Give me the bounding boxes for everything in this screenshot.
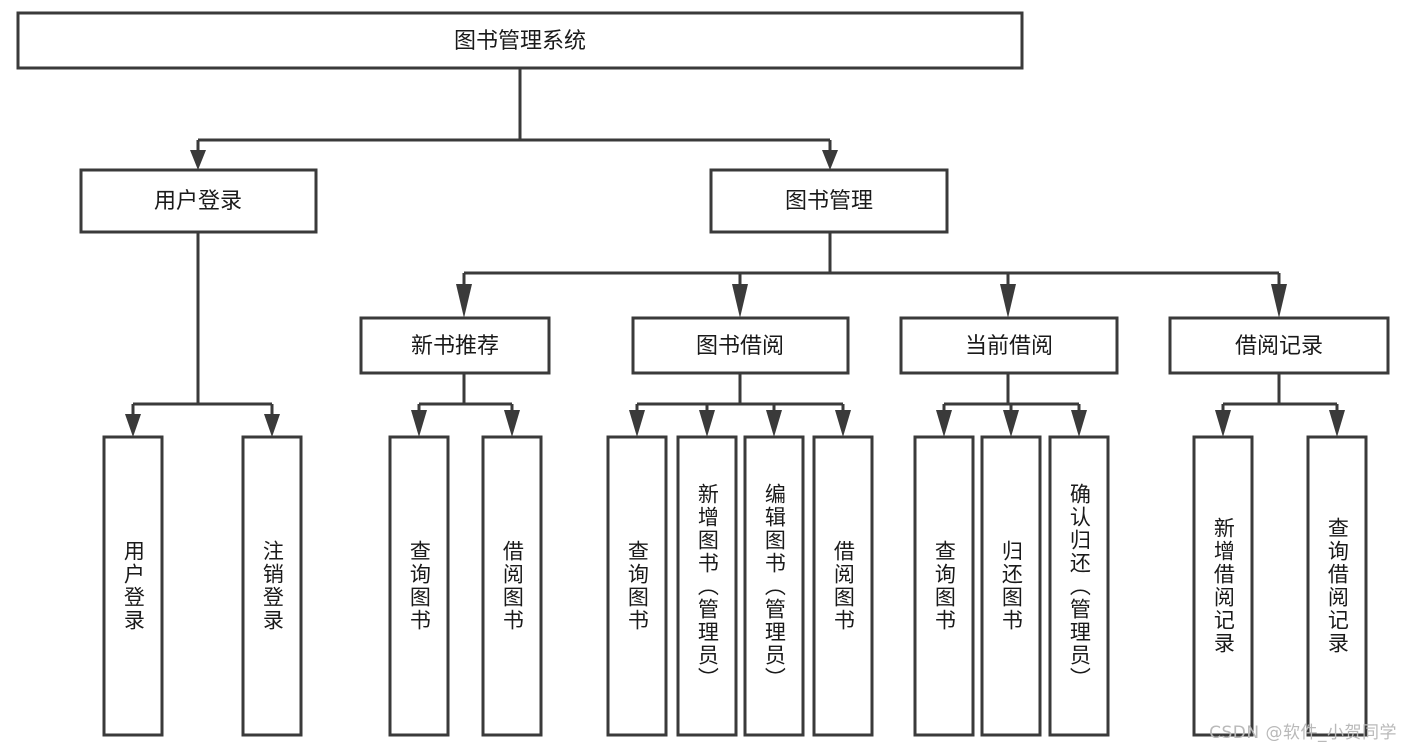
arrow-head-leaf-return-book (1003, 410, 1019, 437)
connector-group-book-management (456, 232, 1287, 318)
node-book-management[interactable]: 图书管理 (709, 168, 949, 234)
arrow-head-user-login (190, 150, 206, 170)
arrow-head-book-management (822, 150, 838, 170)
arrow-head-leaf-add-book (699, 410, 715, 437)
node-label-current-borrow: 当前借阅 (965, 334, 1053, 359)
arrow-head-leaf-add-record (1215, 410, 1231, 437)
arrow-head-new-book-recommend (456, 284, 472, 318)
node-root[interactable]: 图书管理系统 (16, 11, 1024, 70)
watermark-text: CSDN @软件_小贺同学 (1209, 723, 1397, 743)
node-box-root[interactable] (16, 11, 1024, 70)
connector-group-new-book-recommend (411, 373, 520, 437)
node-label-user-login: 用户登录 (154, 189, 242, 214)
node-box-leaf-return-book[interactable] (980, 435, 1042, 737)
arrow-head-leaf-confirm-return (1071, 410, 1087, 437)
arrow-head-leaf-edit-book (766, 410, 782, 437)
node-label-root: 图书管理系统 (454, 29, 586, 54)
node-label-book-borrow: 图书借阅 (696, 334, 784, 359)
arrow-head-leaf-borrow-book-2 (835, 410, 851, 437)
node-book-borrow[interactable]: 图书借阅 (631, 316, 850, 375)
node-box-leaf-edit-book[interactable] (743, 435, 805, 737)
arrow-head-leaf-query-record (1329, 410, 1345, 437)
node-new-book-recommend[interactable]: 新书推荐 (359, 316, 551, 375)
arrow-head-current-borrow (1000, 284, 1016, 318)
node-box-leaf-query-book-1[interactable] (388, 435, 450, 737)
arrow-head-borrow-record (1271, 284, 1287, 318)
node-box-new-book-recommend[interactable] (359, 316, 551, 375)
node-box-leaf-borrow-book-1[interactable] (481, 435, 543, 737)
node-label-new-book-recommend: 新书推荐 (411, 334, 499, 359)
node-box-leaf-confirm-return[interactable] (1048, 435, 1110, 737)
node-borrow-record[interactable]: 借阅记录 (1168, 316, 1390, 375)
node-user-login[interactable]: 用户登录 (79, 168, 318, 234)
node-box-leaf-add-record[interactable] (1192, 435, 1254, 737)
node-box-book-borrow[interactable] (631, 316, 850, 375)
node-box-leaf-borrow-book-2[interactable] (812, 435, 874, 737)
node-box-leaf-query-record[interactable] (1306, 435, 1368, 737)
node-box-book-management[interactable] (709, 168, 949, 234)
node-box-leaf-query-book-3[interactable] (913, 435, 975, 737)
node-box-leaf-logout-login[interactable] (241, 435, 303, 737)
node-box-current-borrow[interactable] (899, 316, 1119, 375)
node-box-leaf-add-book[interactable] (676, 435, 738, 737)
connector-group-user-login (125, 232, 280, 437)
node-label-borrow-record: 借阅记录 (1235, 334, 1323, 359)
arrow-head-leaf-query-book-1 (411, 410, 427, 437)
node-box-user-login[interactable] (79, 168, 318, 234)
connector-group-root (190, 68, 838, 170)
node-box-borrow-record[interactable] (1168, 316, 1390, 375)
arrow-head-leaf-user-login (125, 414, 141, 437)
node-box-leaf-user-login[interactable] (102, 435, 164, 737)
connector-group-current-borrow (936, 373, 1087, 437)
connector-group-borrow-record (1215, 373, 1345, 437)
node-label-book-management: 图书管理 (785, 189, 873, 214)
arrow-head-leaf-query-book-3 (936, 410, 952, 437)
arrow-head-leaf-logout-login (264, 414, 280, 437)
arrow-head-leaf-query-book-2 (629, 410, 645, 437)
arrow-head-leaf-borrow-book-1 (504, 410, 520, 437)
arrow-head-book-borrow (732, 284, 748, 318)
node-current-borrow[interactable]: 当前借阅 (899, 316, 1119, 375)
node-box-leaf-query-book-2[interactable] (606, 435, 668, 737)
connector-group-book-borrow (629, 373, 851, 437)
